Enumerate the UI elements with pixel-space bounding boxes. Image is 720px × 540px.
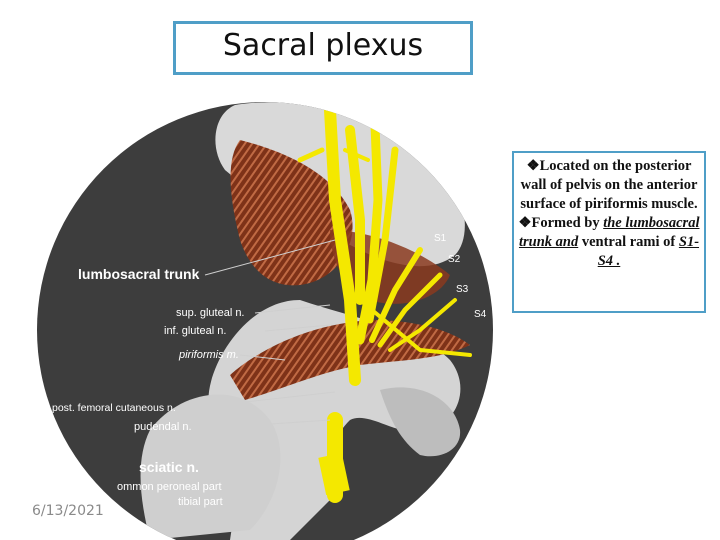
label-common-peroneal: ommon peroneal part	[117, 481, 222, 493]
info-text: ❖Located on the posterior wall of pelvis…	[516, 157, 702, 271]
label-lumbosacral-trunk: lumbosacral trunk	[78, 266, 200, 282]
info-formed-prefix: ❖Formed by	[518, 215, 604, 231]
page-title: Sacral plexus	[222, 28, 424, 63]
label-s1: S1	[434, 233, 447, 244]
label-piriformis: piriformis m.	[178, 349, 239, 361]
label-s2: S2	[448, 254, 461, 265]
ischial-bone	[380, 387, 461, 457]
label-sup-gluteal: sup. gluteal n.	[176, 307, 245, 319]
leader-lines	[199, 239, 336, 428]
info-location: ❖Located on the posterior wall of pelvis…	[520, 158, 698, 212]
gluteus-muscle	[230, 140, 353, 286]
slide-date: 6/13/2021	[32, 503, 104, 519]
label-s4: S4	[474, 309, 487, 320]
title-box: Sacral plexus	[173, 21, 473, 75]
label-s3: S3	[456, 284, 469, 295]
label-tibial: tibial part	[178, 496, 223, 508]
sciatic-nerve-stub	[318, 452, 350, 496]
label-inf-gluteal: inf. gluteal n.	[164, 325, 226, 337]
hip-bone	[140, 394, 281, 540]
label-post-femoral: post. femoral cutaneous n.	[52, 402, 176, 414]
info-formed-suffix: ventral rami of	[578, 234, 679, 250]
label-pudendal: pudendal n.	[134, 421, 192, 433]
info-formed-range: S1-S4 .	[597, 234, 700, 269]
label-sciatic: sciatic n.	[139, 459, 199, 475]
info-box: ❖Located on the posterior wall of pelvis…	[512, 151, 706, 313]
info-formed-underlined: the lumbosacral trunk and	[518, 215, 700, 250]
